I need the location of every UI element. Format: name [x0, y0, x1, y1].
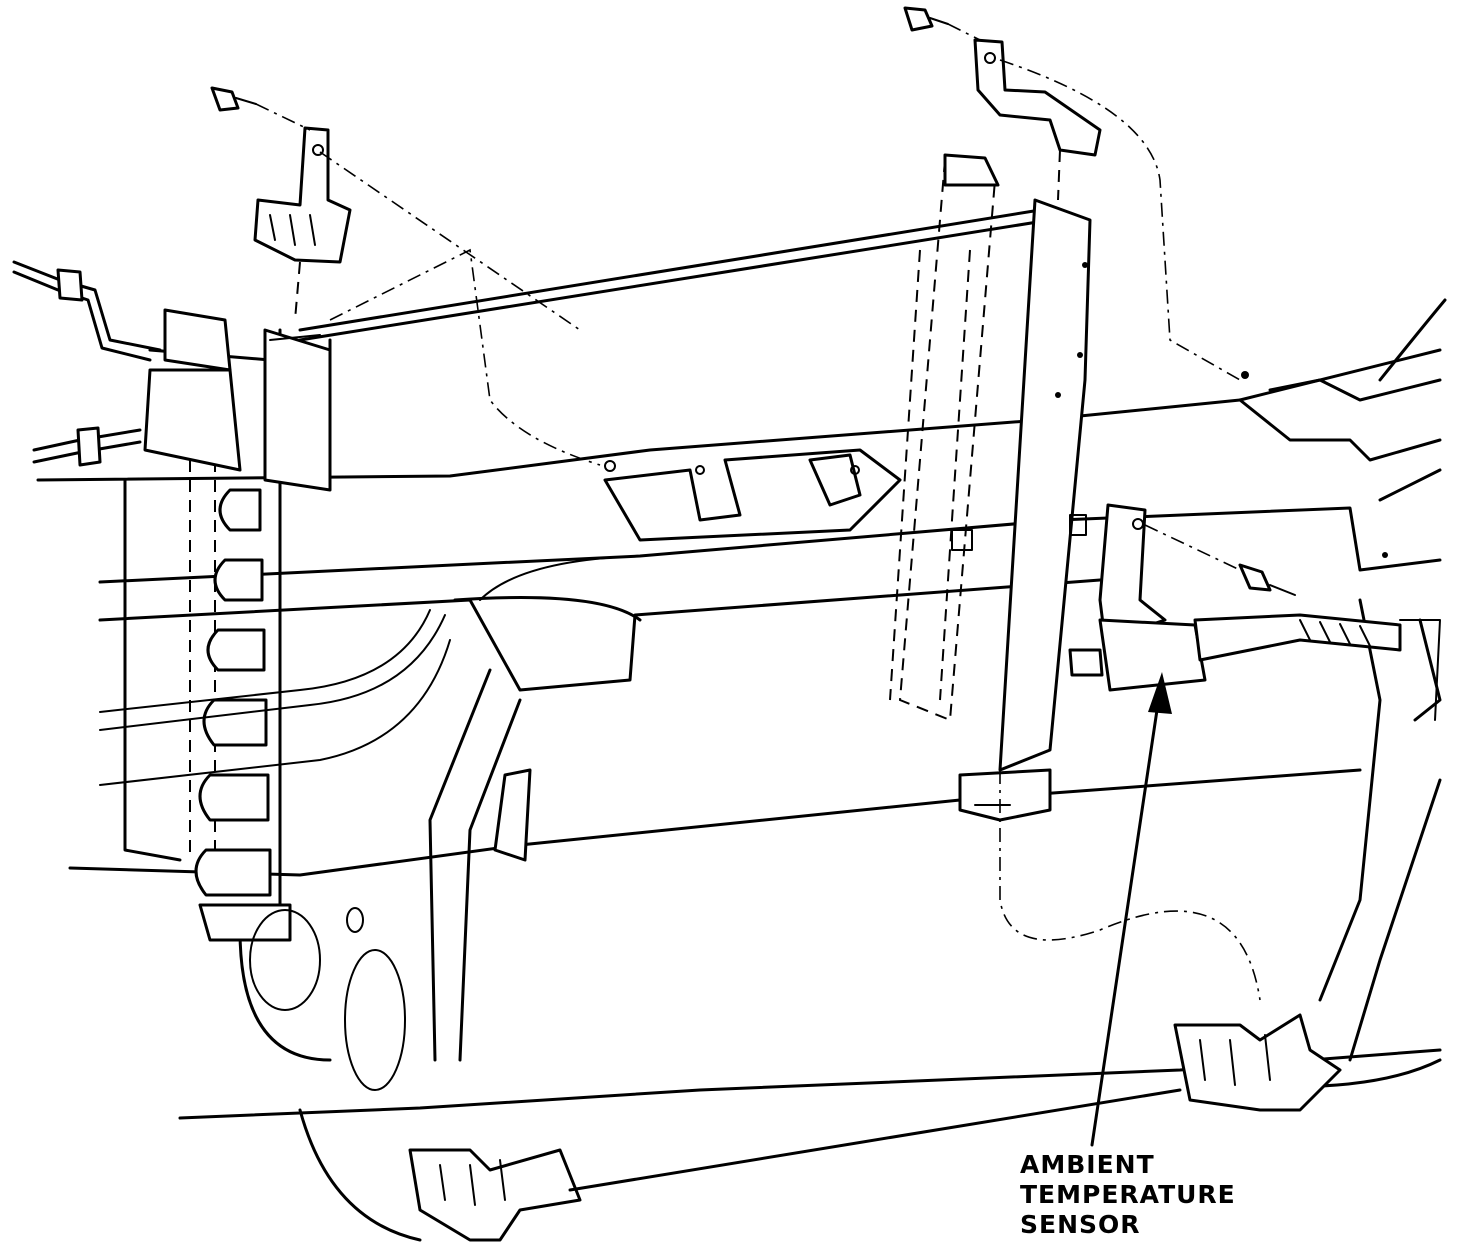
- center-mount-bracket: [329, 248, 902, 542]
- callout-line-3: SENSOR: [1020, 1210, 1141, 1239]
- ambient-temperature-sensor-label: AMBIENT TEMPERATURE SENSOR: [1020, 1150, 1236, 1240]
- upper-left-bracket: [210, 86, 581, 331]
- upper-right-bracket: [903, 6, 1241, 381]
- lower-left-rail: [249, 668, 1182, 1242]
- condenser-tube-bends: [194, 488, 292, 942]
- lower-right-clip: [999, 770, 1342, 1112]
- callout-line-2: TEMPERATURE: [1020, 1180, 1236, 1209]
- refrigerant-line: [12, 260, 451, 786]
- callout-line-1: AMBIENT: [1020, 1150, 1155, 1179]
- right-fender-apron: [1238, 298, 1447, 1062]
- ambient-temperature-sensor: [1068, 503, 1441, 721]
- radiator-side-support: [889, 153, 1092, 822]
- callout-arrow: [1090, 672, 1172, 1147]
